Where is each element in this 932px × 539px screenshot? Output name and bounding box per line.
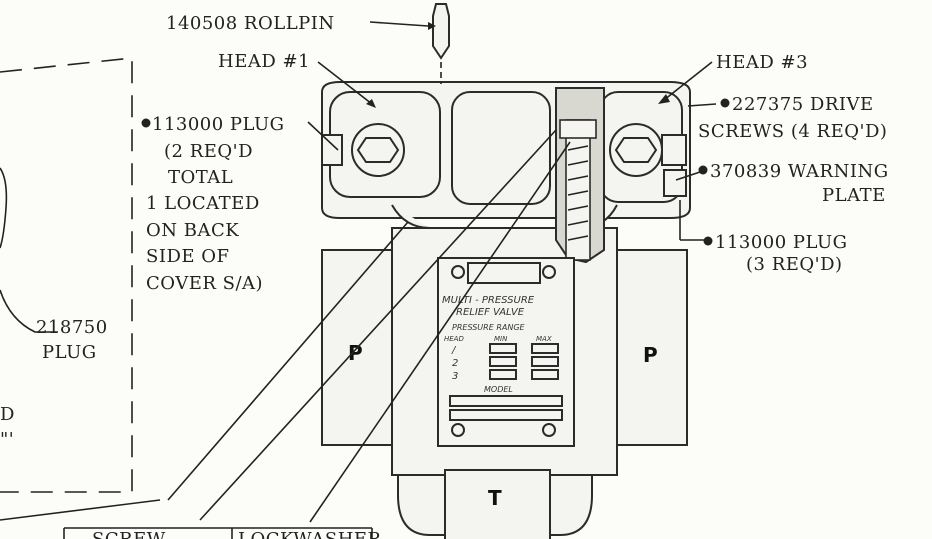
label-plug-left-line-6: SIDE OF bbox=[146, 246, 229, 267]
label-plug-218750-line-1: 218750 bbox=[36, 317, 108, 338]
label-head-1: HEAD #1 bbox=[218, 51, 310, 72]
label-plug-left-line-2: (2 REQ'D bbox=[164, 141, 253, 162]
nameplate-col-min: MIN bbox=[494, 335, 508, 343]
label-drive-screws-line-2: SCREWS (4 REQ'D) bbox=[698, 121, 887, 142]
label-plug-left-line-5: ON BACK bbox=[146, 220, 239, 241]
nameplate-model: MODEL bbox=[484, 385, 513, 394]
port-mark-bottom: T bbox=[488, 486, 502, 510]
label-cut-quote: "' bbox=[0, 429, 14, 450]
table-header-screw: SCREW bbox=[92, 529, 166, 539]
nameplate-row-1: / bbox=[451, 345, 457, 356]
label-warning-plate-line-2: PLATE bbox=[822, 185, 886, 206]
label-plug-left-line-1: 113000 PLUG bbox=[152, 114, 285, 135]
label-cut-d: D bbox=[0, 404, 15, 425]
label-rollpin: 140508 ROLLPIN bbox=[166, 13, 335, 34]
label-drive-screws-line-1: 227375 DRIVE bbox=[732, 94, 874, 115]
bullet-drive-screws bbox=[720, 98, 730, 108]
label-head-3: HEAD #3 bbox=[716, 52, 808, 73]
port-mark-right: P bbox=[643, 343, 658, 367]
left-hex-plug bbox=[321, 123, 405, 177]
label-plug-left-line-7: COVER S/A) bbox=[146, 273, 263, 294]
label-warning-plate-line-1: 370839 WARNING bbox=[710, 161, 889, 182]
label-plug-218750-line-2: PLUG bbox=[42, 342, 97, 363]
bullet-plug-right bbox=[703, 236, 713, 246]
port-mark-left: P bbox=[348, 341, 363, 365]
bullet-warning-plate bbox=[698, 165, 708, 175]
label-plug-right-line-1: 113000 PLUG bbox=[715, 232, 848, 253]
nameplate-col-head: HEAD bbox=[444, 335, 464, 343]
cover-subassembly-outline bbox=[0, 57, 133, 493]
label-plug-left-line-3: TOTAL bbox=[168, 167, 233, 188]
parts-table-header: SCREW LOCKWASHER bbox=[63, 527, 382, 539]
right-hex-plug bbox=[609, 123, 687, 197]
bullet-plug-left bbox=[141, 118, 151, 128]
nameplate-range: PRESSURE RANGE bbox=[452, 323, 526, 332]
nameplate-title-1: MULTI - PRESSURE bbox=[442, 295, 535, 306]
label-plug-right-line-2: (3 REQ'D) bbox=[746, 254, 843, 275]
table-header-lockwasher: LOCKWASHER bbox=[238, 529, 382, 539]
nameplate-row-2: 2 bbox=[452, 358, 458, 369]
leader-lines bbox=[0, 21, 717, 523]
nameplate: MULTI - PRESSURE RELIEF VALVE PRESSURE R… bbox=[437, 257, 575, 447]
nameplate-title-2: RELIEF VALVE bbox=[456, 307, 525, 318]
nameplate-row-3: 3 bbox=[452, 371, 458, 382]
rollpin bbox=[432, 3, 450, 84]
nameplate-col-max: MAX bbox=[536, 335, 552, 343]
label-plug-left-line-4: 1 LOCATED bbox=[146, 193, 260, 214]
